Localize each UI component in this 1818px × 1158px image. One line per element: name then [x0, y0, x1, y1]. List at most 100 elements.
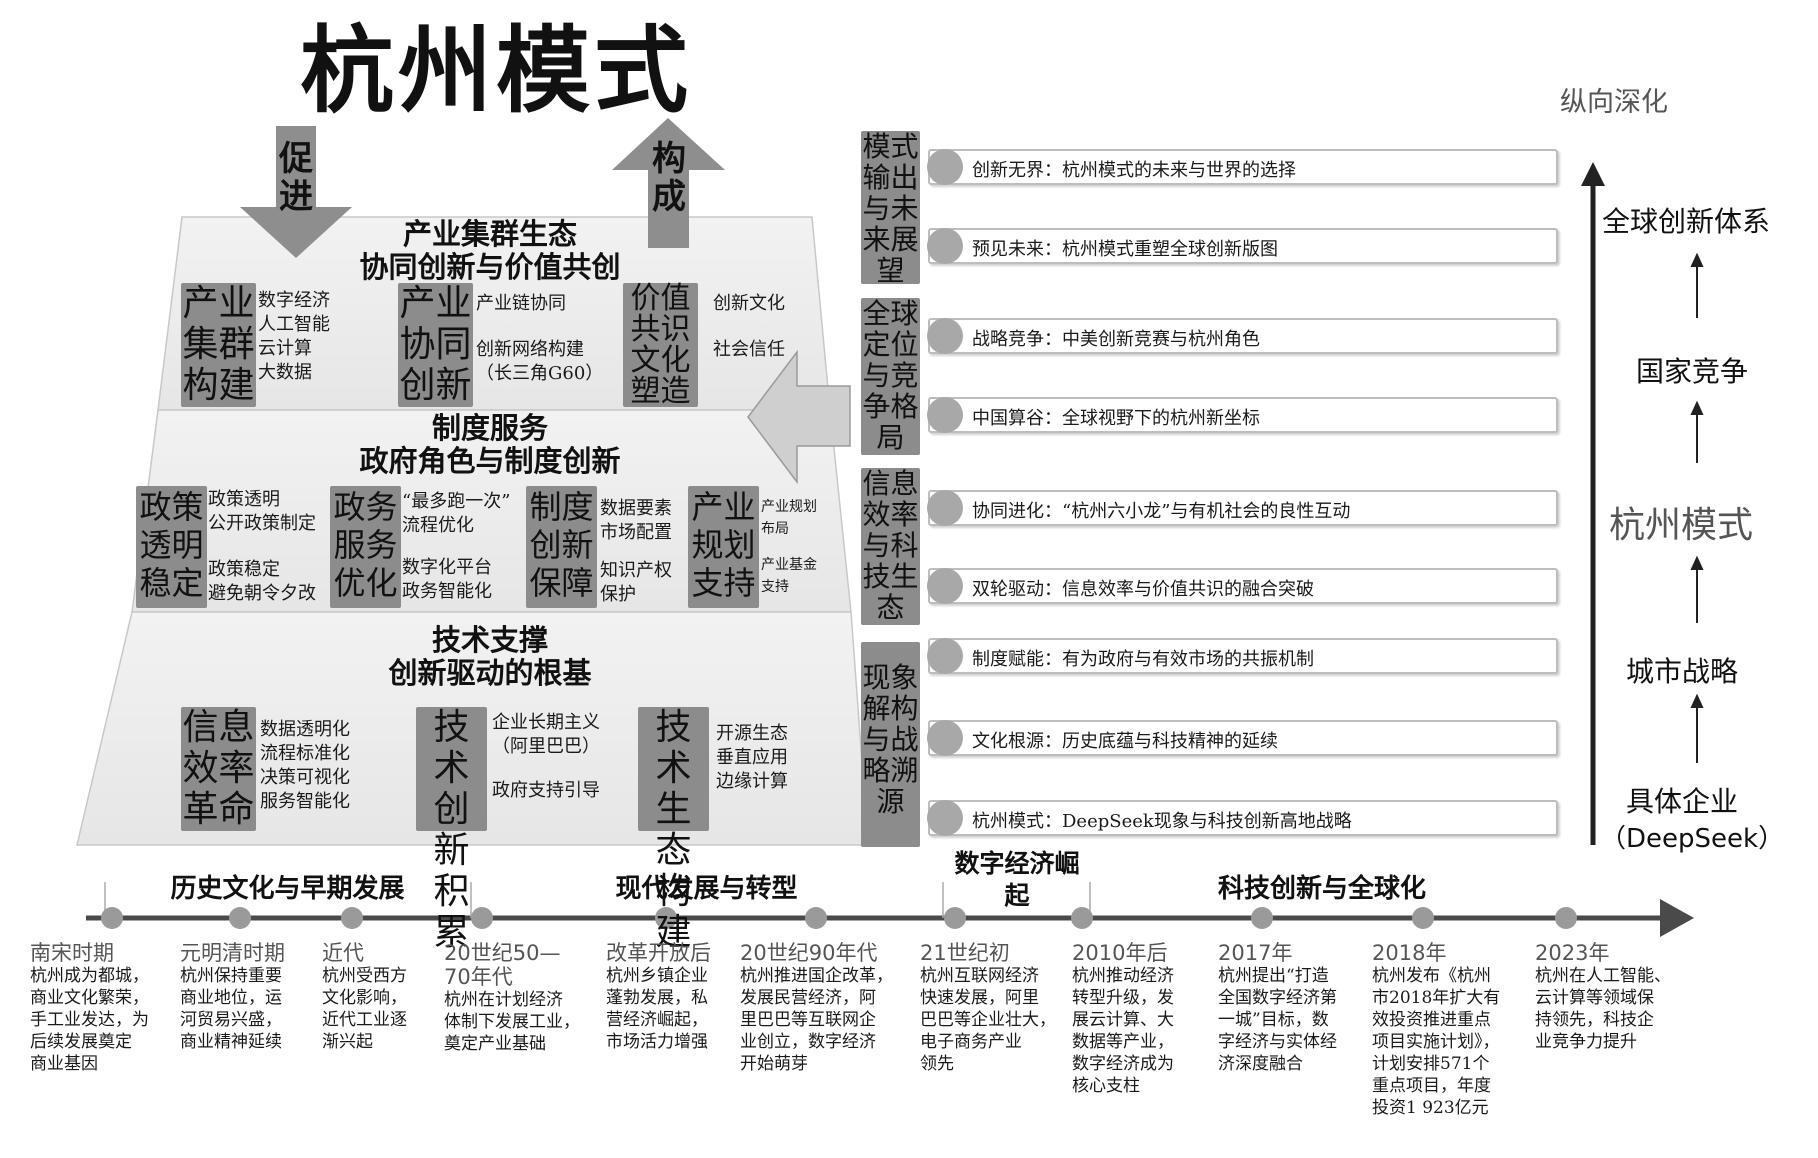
- chapter-bar: 协同进化：“杭州六小龙”与有机社会的良性互动: [927, 490, 1558, 526]
- period-desc-line: 商业地位，运: [180, 988, 282, 1008]
- stage-city-strategy: 城市战略: [1626, 655, 1739, 688]
- period-name-line2: 70年代: [444, 965, 513, 989]
- timeline-period: 近代杭州受西方文化影响，近代工业逐渐兴起: [322, 941, 407, 1053]
- period-desc-line: 杭州推进国企改革，: [740, 966, 893, 986]
- era-global: 科技创新与全球化: [1217, 874, 1426, 904]
- box-industry-plan: 产业规划支持: [688, 486, 759, 608]
- period-desc-line: 河贸易兴盛，: [180, 1010, 282, 1030]
- period-desc-line: 文化影响，: [322, 988, 407, 1008]
- layer-bottom-title: 技术支撑 创新驱动的根基: [388, 623, 592, 690]
- layer-middle-title: 制度服务 政府角色与制度创新: [359, 411, 621, 478]
- box-industry-plan-items: 产业规划 布局 产业基金 支持: [761, 499, 817, 595]
- period-desc-line: 杭州提出“打造: [1218, 966, 1329, 986]
- chapter-bar-text: 创新无界：杭州模式的未来与世界的选择: [972, 160, 1296, 181]
- box-institution: 制度创新保障: [526, 486, 597, 608]
- stage-global-innovation: 全球创新体系: [1602, 205, 1771, 238]
- period-desc-line: 计划安排571个: [1372, 1054, 1490, 1074]
- period-desc-line: 体制下发展工业，: [444, 1012, 580, 1032]
- chapter-bar: 中国算谷：全球视野下的杭州新坐标: [927, 397, 1558, 433]
- timeline-period: 2018年杭州发布《杭州市2018年扩大有效投资推进重点项目实施计划》，计划安排…: [1372, 941, 1500, 1119]
- period-name: 21世纪初: [920, 941, 1010, 965]
- chapter-label-phenomenon: 现象解构与战略溯源: [861, 642, 920, 847]
- period-desc-line: 业创立，数字经济: [740, 1032, 876, 1052]
- box-policy-items: 政策透明 公开政策制定 政策稳定 避免朝令夕改: [208, 489, 316, 604]
- period-desc-line: 杭州乡镇企业: [606, 966, 708, 986]
- period-desc-line: 数据等产业，: [1072, 1032, 1174, 1052]
- promote-label: 促进: [279, 139, 313, 217]
- bar-dot: [927, 720, 963, 756]
- period-desc-line: 项目实施计划》，: [1372, 1032, 1500, 1052]
- period-desc-line: 营经济崛起，: [606, 1010, 708, 1030]
- timeline-period: 2017年杭州提出“打造全国数字经济第一城”目标，数字经济与实体经济深度融合: [1218, 941, 1337, 1075]
- period-desc-line: 市场活力增强: [606, 1032, 708, 1052]
- timeline-dot: [655, 907, 677, 929]
- period-desc-line: 近代工业逐: [322, 1010, 407, 1030]
- chapter-bar: 创新无界：杭州模式的未来与世界的选择: [927, 149, 1558, 185]
- box-tech-ecosystem: 技术生态构建: [638, 707, 709, 953]
- timeline-period: 21世纪初杭州互联网经济快速发展，阿里巴巴等企业壮大，电子商务产业领先: [920, 941, 1056, 1075]
- period-desc-line: 蓬勃发展，私: [606, 988, 708, 1008]
- period-desc-line: 奠定产业基础: [444, 1034, 546, 1054]
- timeline-period: 2023年杭州在人工智能、云计算等领域保持领先，科技企业竞争力提升: [1535, 941, 1671, 1053]
- timeline-dot: [805, 907, 827, 929]
- box-tech-ecosystem-items: 开源生态 垂直应用 边缘计算: [716, 723, 788, 792]
- timeline-period: 20世纪50—70年代杭州在计划经济体制下发展工业，奠定产业基础: [444, 941, 580, 1055]
- stage-enterprise: 具体企业: [1626, 785, 1739, 818]
- period-desc-line: 杭州在人工智能、: [1535, 966, 1671, 986]
- timeline-dot: [1071, 907, 1093, 929]
- chapter-bar-text: 中国算谷：全球视野下的杭州新坐标: [972, 408, 1260, 429]
- timeline-dot: [1555, 907, 1577, 929]
- chapter-bar-text: 制度赋能：有为政府与有效市场的共振机制: [972, 649, 1314, 670]
- chapter-bar-text: 预见未来：杭州模式重塑全球创新版图: [972, 239, 1278, 260]
- period-name: 2023年: [1535, 941, 1610, 965]
- period-desc-line: 杭州成为都城，: [30, 966, 149, 986]
- layer-top-title: 产业集群生态 协同创新与价值共创: [359, 217, 621, 284]
- bar-dot: [927, 638, 963, 674]
- period-desc-line: 商业文化繁荣，: [30, 988, 149, 1008]
- timeline-dot: [229, 907, 251, 929]
- chapter-label-info: 信息效率与科技生态: [861, 467, 920, 625]
- period-desc-line: 商业精神延续: [180, 1032, 282, 1052]
- compose-label: 构成: [652, 139, 686, 217]
- period-name: 20世纪90年代: [740, 941, 878, 965]
- period-desc-line: 投资1 923亿元: [1372, 1098, 1489, 1118]
- chapter-bar-text: 双轮驱动：信息效率与价值共识的融合突破: [972, 579, 1314, 600]
- period-name: 20世纪50—: [444, 941, 561, 965]
- timeline-dot: [944, 907, 966, 929]
- chapter-bar: 战略竞争：中美创新竞赛与杭州角色: [927, 318, 1558, 354]
- stage-hangzhou-model: 杭州模式: [1609, 505, 1754, 546]
- period-desc-line: 开始萌芽: [740, 1054, 808, 1074]
- period-name: 元明清时期: [180, 941, 285, 965]
- timeline-dot: [1412, 907, 1434, 929]
- timeline-period: 元明清时期杭州保持重要商业地位，运河贸易兴盛，商业精神延续: [180, 941, 285, 1053]
- era-history: 历史文化与早期发展: [170, 874, 405, 904]
- vertical-axis-label: 纵向深化: [1560, 87, 1668, 118]
- main-title: 杭州模式: [300, 17, 693, 126]
- period-desc-line: 杭州发布《杭州: [1372, 966, 1491, 986]
- box-policy: 政策透明稳定: [136, 486, 207, 608]
- chapter-bar: 双轮驱动：信息效率与价值共识的融合突破: [927, 568, 1558, 604]
- timeline-dot: [101, 907, 123, 929]
- chapter-bar-text: 战略竞争：中美创新竞赛与杭州角色: [972, 329, 1260, 350]
- bar-dot: [927, 149, 963, 185]
- period-desc-line: 电子商务产业: [920, 1032, 1022, 1052]
- period-name: 改革开放后: [606, 941, 711, 965]
- box-tech-accumulation-items: 企业长期主义 （阿里巴巴） 政府支持引导: [492, 712, 600, 801]
- timeline-period: 南宋时期杭州成为都城，商业文化繁荣，手工业发达，为后续发展奠定商业基因: [30, 941, 149, 1075]
- compose-arrow: [612, 118, 725, 248]
- timeline-arrowhead: [1660, 899, 1694, 937]
- period-desc-line: 市2018年扩大有: [1372, 988, 1501, 1008]
- box-value-culture: 价值共识文化塑造: [623, 283, 698, 407]
- timeline-dot: [471, 907, 493, 929]
- period-desc-line: 效投资推进重点: [1372, 1010, 1491, 1030]
- period-desc-line: 业竞争力提升: [1535, 1032, 1637, 1052]
- period-desc-line: 手工业发达，为: [30, 1010, 149, 1030]
- chapter-bar: 制度赋能：有为政府与有效市场的共振机制: [927, 638, 1558, 674]
- period-desc-line: 杭州在计划经济: [444, 990, 563, 1010]
- bar-dot: [927, 490, 963, 526]
- era-modern: 现代发展与转型: [615, 874, 798, 904]
- timeline-period: 改革开放后杭州乡镇企业蓬勃发展，私营经济崛起，市场活力增强: [606, 941, 711, 1053]
- timeline-dot: [341, 907, 363, 929]
- bar-dot: [927, 228, 963, 264]
- period-desc-line: 展云计算、大: [1072, 1010, 1174, 1030]
